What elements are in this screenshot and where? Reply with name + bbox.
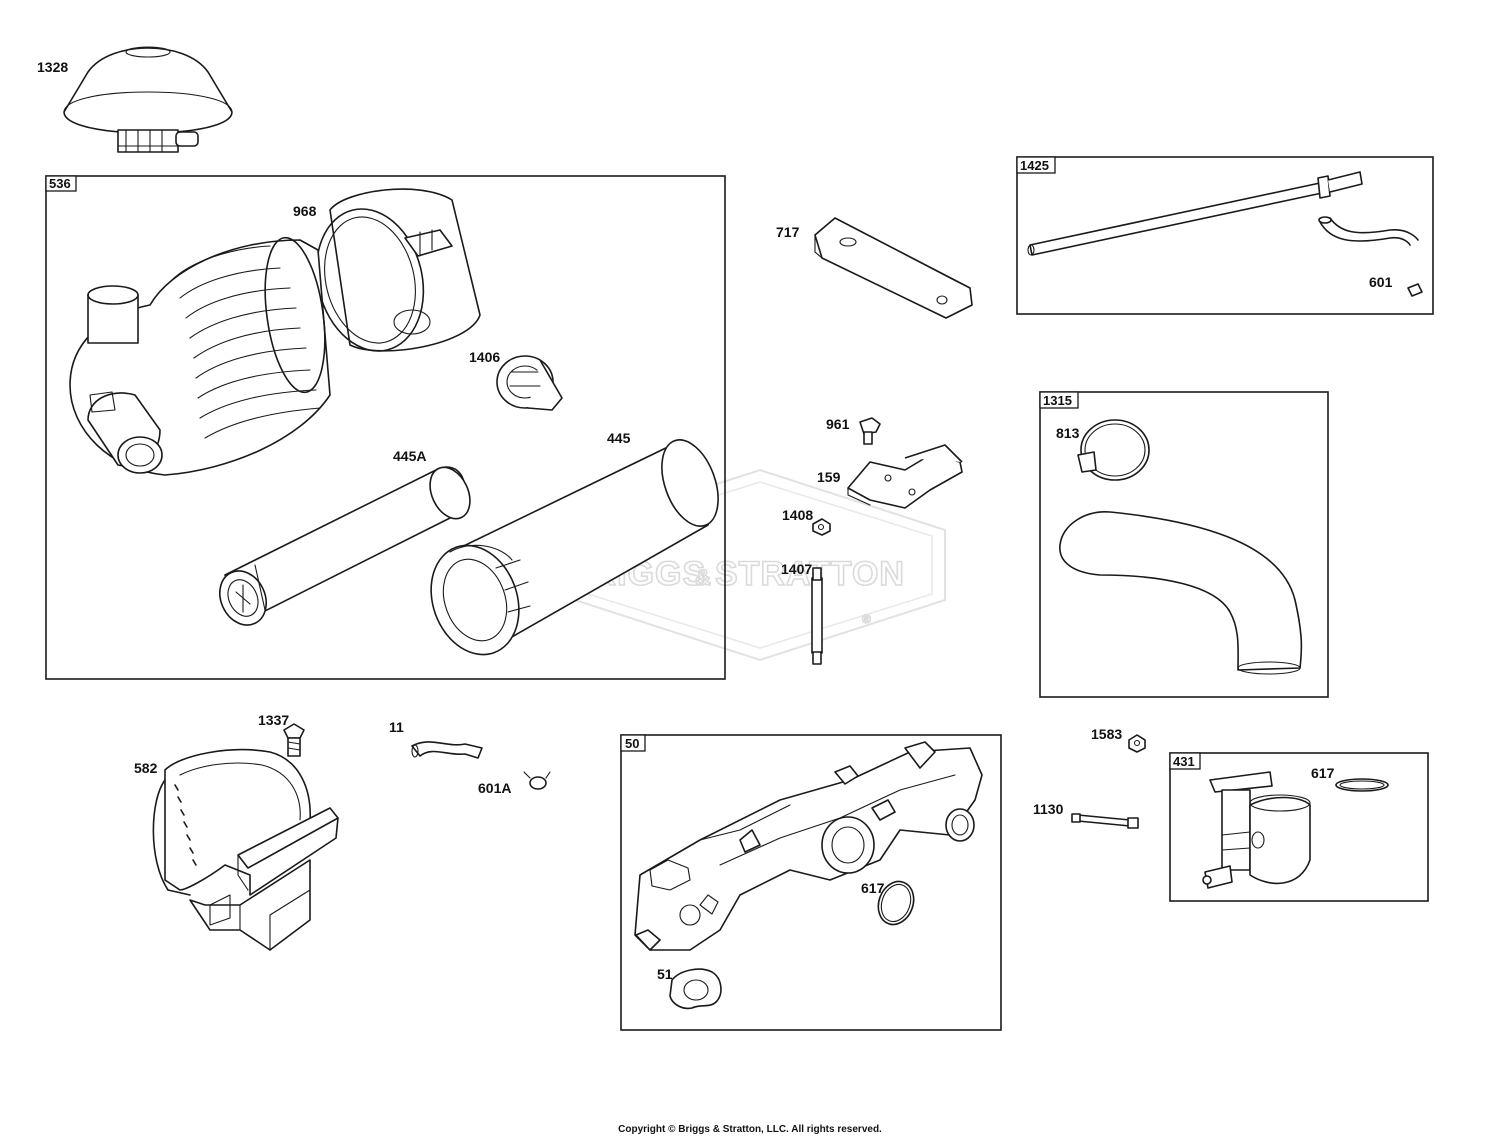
copyright-notice: Copyright © Briggs & Stratton, LLC. All … — [618, 1124, 882, 1135]
group-tag-1315: 1315 — [1043, 393, 1072, 408]
callout-961: 961 — [826, 416, 850, 432]
part-11-hose[interactable] — [411, 741, 483, 759]
part-1407-stud[interactable] — [811, 567, 823, 665]
callout-445a: 445A — [393, 448, 426, 464]
part-1406-vacuator-valve[interactable] — [496, 355, 563, 411]
part-159-plate[interactable] — [847, 444, 963, 509]
callout-717: 717 — [776, 224, 800, 240]
part-1315-elbow-hose[interactable] — [1059, 511, 1303, 675]
part-1130-stud[interactable] — [1071, 813, 1139, 829]
part-431-fitting[interactable] — [1202, 771, 1311, 889]
callout-1328: 1328 — [37, 59, 68, 75]
part-air-cleaner-body[interactable] — [69, 234, 334, 476]
part-1408-nut[interactable] — [812, 518, 831, 536]
part-617-o-ring-b[interactable] — [1335, 778, 1389, 792]
part-50-intake-manifold[interactable] — [634, 741, 983, 951]
watermark-ampersand: & — [695, 565, 712, 590]
watermark-registered: ® — [862, 612, 872, 626]
part-617-o-ring-a[interactable] — [873, 877, 920, 930]
callout-11: 11 — [389, 719, 404, 735]
group-box-431: 431 — [1169, 752, 1429, 902]
callout-1407: 1407 — [781, 561, 812, 577]
part-1337-screw[interactable] — [283, 723, 305, 757]
callout-582: 582 — [134, 760, 158, 776]
part-601-hose[interactable] — [1318, 216, 1423, 297]
group-tag-536: 536 — [49, 176, 71, 191]
group-tag-1425: 1425 — [1020, 158, 1049, 173]
group-box-50: 50 — [620, 734, 1002, 1031]
watermark-brand-2: STRATTON — [715, 555, 905, 593]
callout-1408: 1408 — [782, 507, 813, 523]
callout-1406: 1406 — [469, 349, 500, 365]
group-box-1315: 1315 — [1039, 391, 1329, 698]
callout-159: 159 — [817, 469, 841, 485]
callout-51: 51 — [657, 966, 673, 982]
part-1328-precleaner-cap[interactable] — [63, 46, 233, 153]
callout-617-fitting: 617 — [1311, 765, 1335, 781]
part-717-bracket[interactable] — [814, 217, 973, 319]
callout-601: 601 — [1369, 274, 1393, 290]
callout-968: 968 — [293, 203, 317, 219]
part-961-bolt[interactable] — [859, 417, 881, 445]
callout-445: 445 — [607, 430, 631, 446]
group-box-536: 536 — [45, 175, 726, 680]
group-tag-50: 50 — [625, 736, 639, 751]
part-601a-clamp[interactable] — [523, 771, 551, 790]
part-1583-nut[interactable] — [1128, 734, 1146, 753]
callout-1583: 1583 — [1091, 726, 1122, 742]
callout-813: 813 — [1056, 425, 1080, 441]
part-582-mounting-strap[interactable] — [152, 748, 339, 951]
group-tag-431: 431 — [1173, 754, 1195, 769]
part-968-canister-cover[interactable] — [302, 188, 481, 362]
callout-labels: 1328 968 1406 445 445A 717 961 159 1408 … — [37, 59, 1393, 982]
part-1425-tube[interactable] — [1027, 171, 1363, 256]
callout-1337: 1337 — [258, 712, 289, 728]
callout-1130: 1130 — [1033, 801, 1064, 817]
part-51-gasket[interactable] — [669, 968, 722, 1010]
part-445-primary-filter[interactable] — [416, 432, 729, 667]
callout-617-manifold: 617 — [861, 880, 885, 896]
callout-601a: 601A — [478, 780, 511, 796]
group-box-1425: 1425 — [1016, 156, 1434, 315]
part-445a-safety-filter[interactable] — [211, 461, 477, 633]
part-813-clamp[interactable] — [1077, 419, 1150, 481]
